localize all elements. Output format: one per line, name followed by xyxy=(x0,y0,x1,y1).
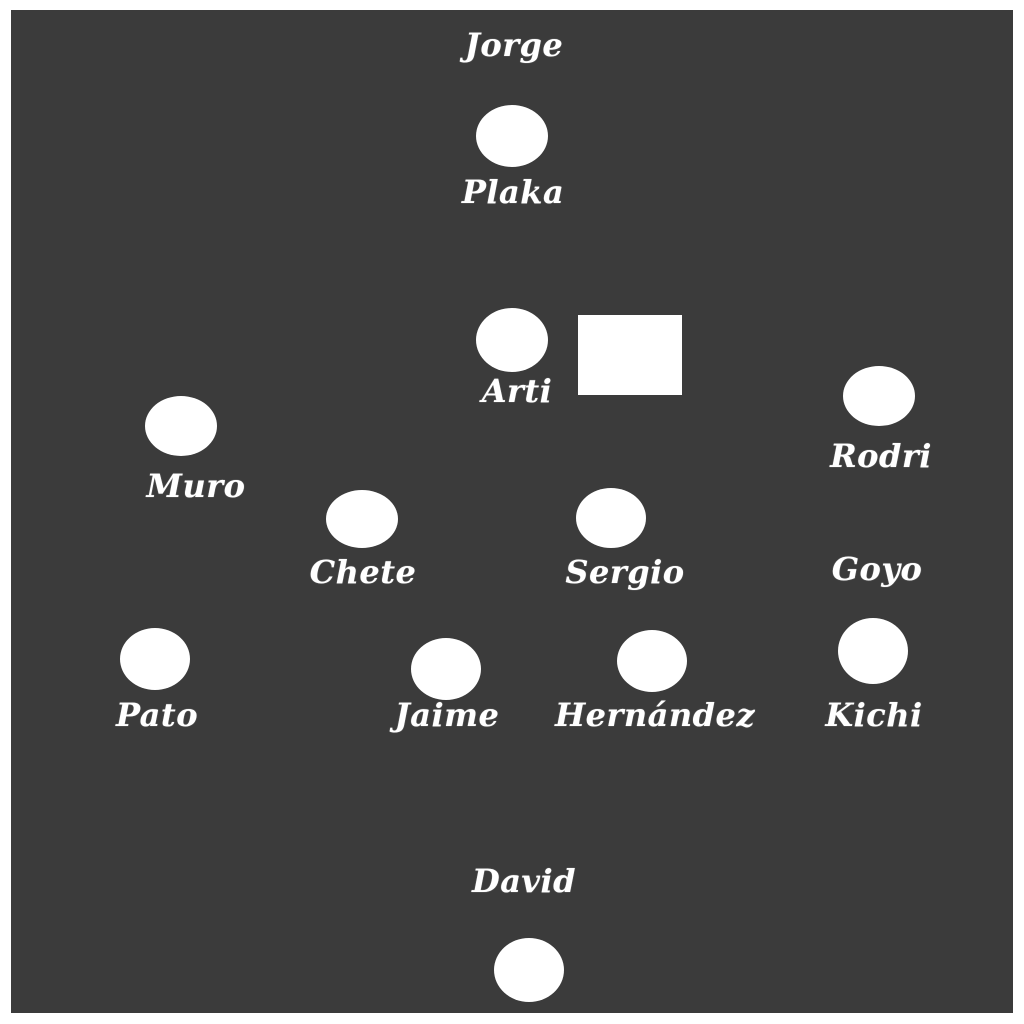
player-label-plaka: Plaka xyxy=(461,173,565,211)
pitch-area: Jorge Plaka Arti Rodri Muro Chete Sergio… xyxy=(11,10,1013,1013)
marker-jaime[interactable] xyxy=(411,638,481,700)
marker-plaka[interactable] xyxy=(476,105,548,167)
marker-tactics-board[interactable] xyxy=(578,315,682,395)
marker-chete[interactable] xyxy=(326,490,398,548)
player-label-jaime: Jaime xyxy=(394,696,500,734)
player-label-jorge: Jorge xyxy=(464,26,564,64)
marker-david[interactable] xyxy=(494,938,564,1002)
player-label-muro: Muro xyxy=(146,467,246,505)
marker-muro[interactable] xyxy=(145,396,217,456)
marker-sergio[interactable] xyxy=(576,488,646,548)
player-label-arti: Arti xyxy=(481,372,553,410)
marker-pato[interactable] xyxy=(120,628,190,690)
player-label-hernandez: Hernández xyxy=(554,696,756,734)
player-label-david: David xyxy=(471,862,577,900)
player-label-rodri: Rodri xyxy=(830,437,932,475)
marker-rodri[interactable] xyxy=(843,366,915,426)
player-label-sergio: Sergio xyxy=(565,553,685,591)
marker-hernandez[interactable] xyxy=(617,630,687,692)
marker-goyo-kichi[interactable] xyxy=(838,618,908,684)
player-label-chete: Chete xyxy=(309,553,417,591)
player-label-kichi: Kichi xyxy=(825,696,923,734)
player-label-pato: Pato xyxy=(115,696,199,734)
marker-arti[interactable] xyxy=(476,308,548,372)
player-label-goyo: Goyo xyxy=(831,550,923,588)
